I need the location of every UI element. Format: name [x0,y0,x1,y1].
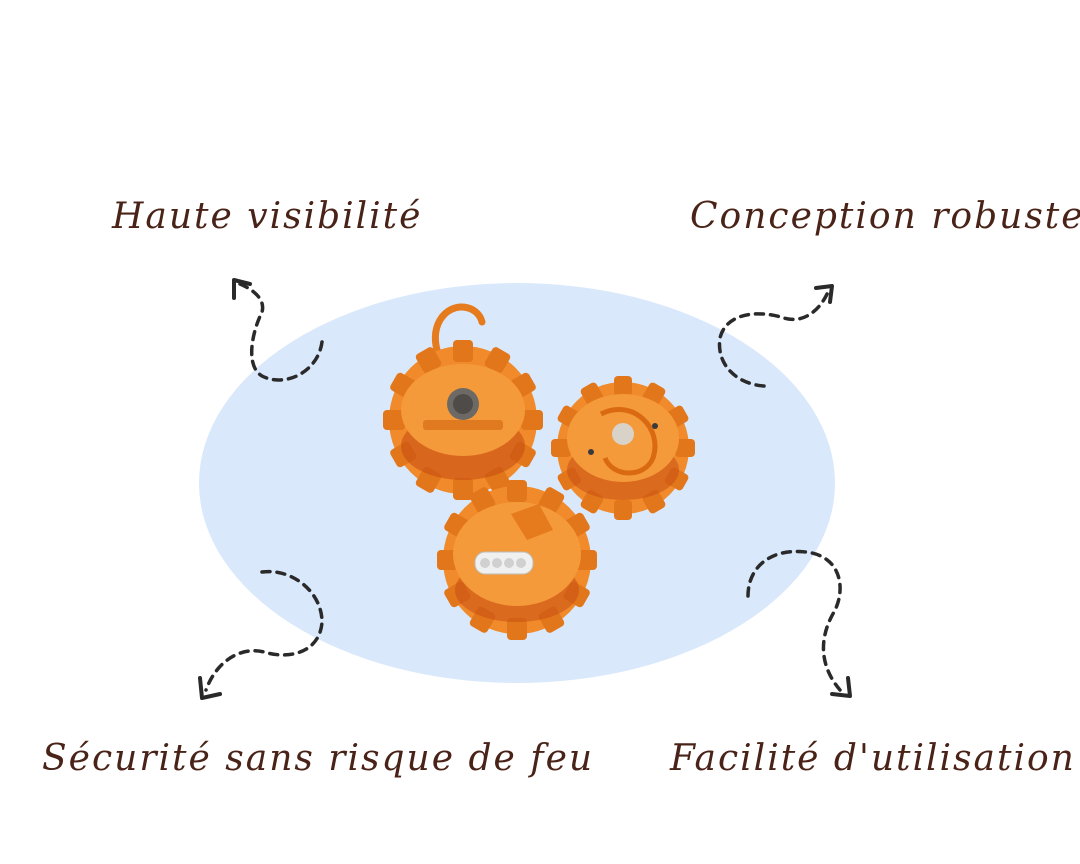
arrowhead-bottom-left-icon [198,676,222,700]
flare-led-front-image [437,480,597,640]
arrow-top-right-icon [717,290,830,388]
flare-magnet-back-image [551,376,695,520]
arrowhead-bottom-right-icon [830,676,852,698]
arrow-top-left-icon [238,282,324,382]
arrowhead-top-left-icon [232,278,252,300]
arrow-bottom-right-icon [746,549,842,692]
feature-label-fire-safety: Sécurité sans risque de feu [42,738,595,779]
flare-with-hook-image [383,303,543,500]
arrow-bottom-left-icon [204,569,324,692]
arrowhead-top-right-icon [814,284,834,304]
feature-label-robust-design: Conception robuste [690,196,1080,237]
feature-label-ease-of-use: Facilité d'utilisation [670,738,1076,779]
feature-label-visibility: Haute visibilité [112,196,423,237]
